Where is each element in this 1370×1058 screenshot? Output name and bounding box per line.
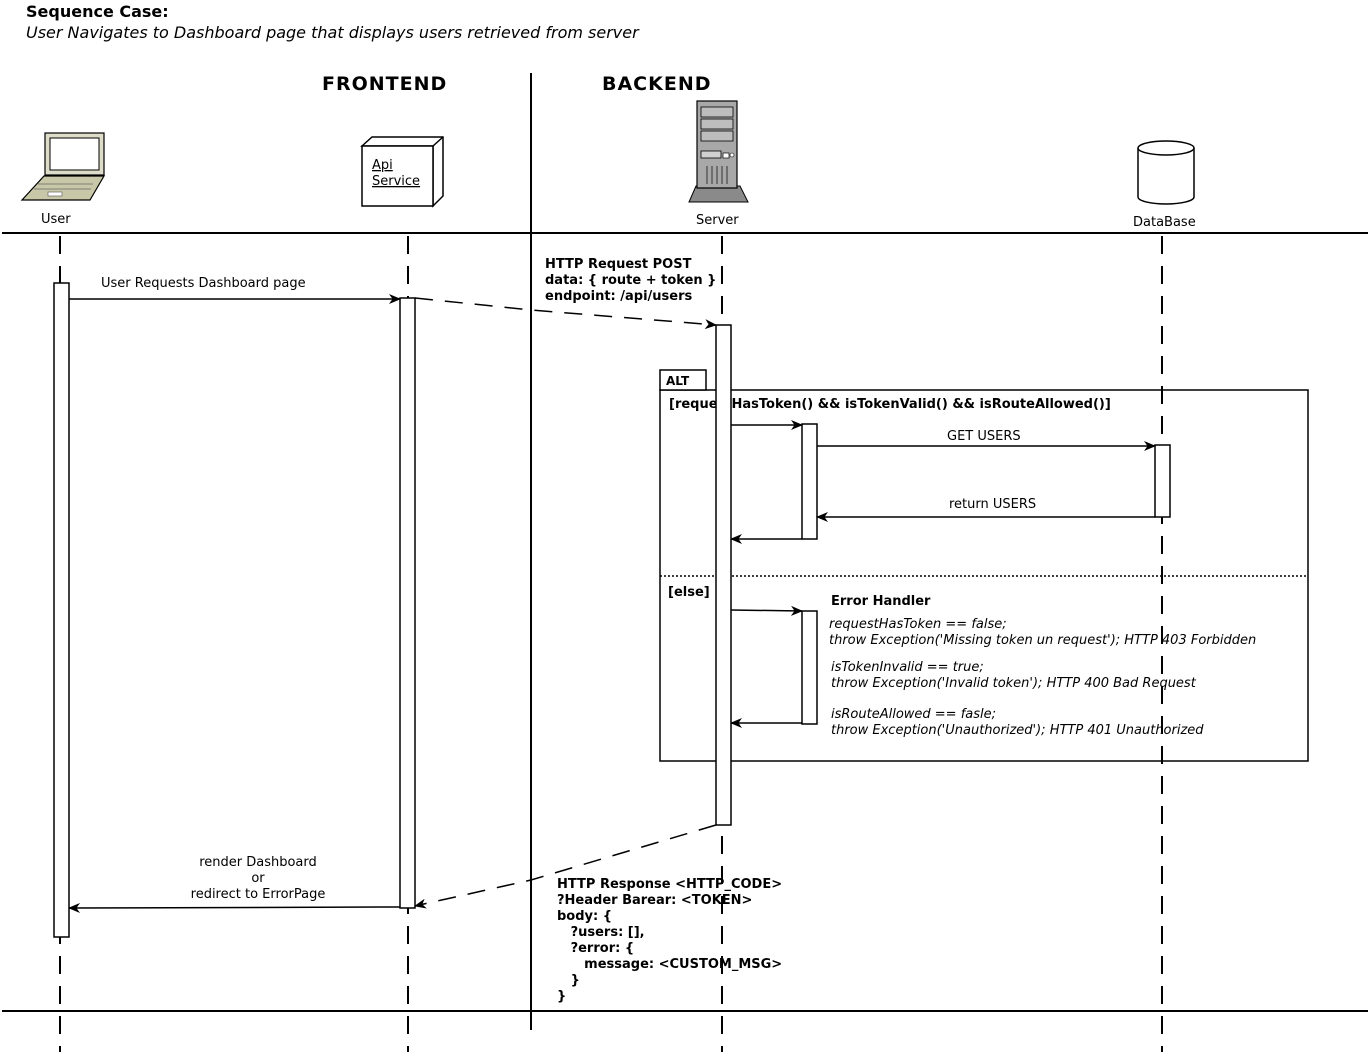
http-response-line: }: [557, 973, 580, 988]
server-activation-bar: [715, 324, 732, 826]
alt-label-box: [659, 369, 707, 391]
http-response-line: ?Header Barear: <TOKEN>: [557, 893, 752, 908]
http-request-line: data: { route + token }: [545, 273, 716, 288]
database-cylinder-icon: [1137, 140, 1195, 205]
http-response-line: }: [557, 989, 566, 1004]
error-line: requestHasToken == false;: [829, 617, 1007, 632]
server-actor-label: Server: [696, 213, 739, 228]
error-handler-activation-bar: [801, 610, 818, 725]
user-activation-bar: [53, 282, 70, 938]
server-nested-activation-bar: [801, 423, 818, 540]
error-line: isRouteAllowed == fasle;: [831, 707, 996, 722]
render-label-line: render Dashboard: [199, 855, 317, 870]
page-subtitle: User Navigates to Dashboard page that di…: [26, 23, 640, 42]
alt-label: ALT: [666, 374, 690, 388]
error-line: throw Exception('Unauthorized'); HTTP 40…: [831, 723, 1204, 738]
api-activation-bar: [399, 297, 416, 909]
api-actor-label-line1: Api: [372, 158, 393, 173]
http-response-line: ?users: [],: [557, 925, 645, 940]
error-handler-title: Error Handler: [831, 594, 931, 609]
render-label-line: or: [251, 871, 265, 886]
http-request-line: endpoint: /api/users: [545, 289, 693, 304]
user-request-label: User Requests Dashboard page: [101, 276, 306, 291]
http-response-line: HTTP Response <HTTP_CODE>: [557, 877, 782, 892]
laptop-icon: [20, 132, 106, 201]
frontend-heading: FRONTEND: [322, 73, 447, 95]
error-handler-call-arrow: [730, 605, 803, 616]
http-response-line: body: {: [557, 909, 612, 924]
alt-guard: [requestHasToken() && isTokenValid() && …: [669, 397, 1111, 412]
render-label-line: redirect to ErrorPage: [191, 887, 326, 902]
backend-heading: BACKEND: [602, 73, 712, 95]
render-arrow: [68, 902, 401, 913]
database-activation-bar: [1154, 444, 1171, 518]
http-request-arrow: [414, 297, 717, 330]
page-title: Sequence Case:: [26, 2, 169, 21]
else-guard: [else]: [668, 585, 710, 600]
http-request-line: HTTP Request POST: [545, 257, 692, 272]
error-line: throw Exception('Invalid token'); HTTP 4…: [831, 676, 1197, 691]
http-response-arrow: [414, 824, 717, 909]
http-response-line: ?error: {: [557, 941, 634, 956]
database-actor-label: DataBase: [1133, 215, 1196, 230]
return-users-label: return USERS: [949, 497, 1036, 512]
error-line: throw Exception('Missing token un reques…: [829, 633, 1256, 648]
component-box-icon: [360, 136, 444, 208]
server-tower-icon: [688, 100, 749, 203]
http-response-line: message: <CUSTOM_MSG>: [557, 957, 782, 972]
get-users-label: GET USERS: [947, 429, 1021, 444]
user-actor-label: User: [41, 212, 71, 227]
error-line: isTokenInvalid == true;: [831, 660, 984, 675]
api-actor-label-line2: Service: [372, 174, 420, 189]
